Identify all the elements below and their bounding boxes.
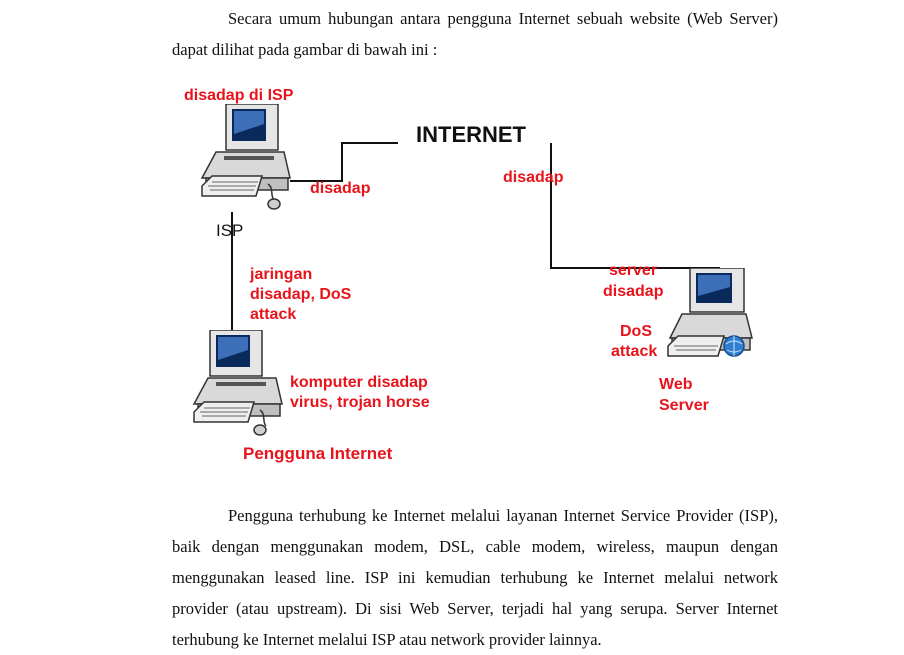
body-paragraph: Pengguna terhubung ke Internet melalui l… — [172, 506, 778, 649]
label-network-line3: attack — [250, 306, 297, 323]
label-link-isp-internet: disadap — [310, 180, 371, 197]
label-isp: ISP — [216, 221, 244, 240]
label-dos-line1: DoS — [620, 323, 652, 340]
isp-computer-icon — [200, 104, 291, 210]
label-link-internet-server: disadap — [503, 169, 564, 186]
label-isp-tapped: disadap di ISP — [184, 87, 294, 104]
web-server-computer-icon — [667, 268, 753, 357]
intro-paragraph: Secara umum hubungan antara pengguna Int… — [172, 9, 778, 59]
user-computer-icon — [192, 330, 283, 436]
label-internet: INTERNET — [416, 122, 526, 147]
label-user-pc-line1: komputer disadap — [290, 374, 428, 391]
label-internet-user: Pengguna Internet — [243, 444, 393, 463]
label-server-line2: disadap — [603, 283, 664, 300]
label-server-line1: server — [609, 262, 658, 279]
label-network-line2: disadap, DoS — [250, 286, 352, 303]
label-dos-line2: attack — [611, 343, 658, 360]
label-user-pc-line2: virus, trojan horse — [290, 394, 430, 411]
isp-internet-line — [290, 142, 398, 182]
label-web-server-line1: Web — [659, 376, 693, 393]
label-web-server-line2: Server — [659, 397, 709, 414]
label-network-line1: jaringan — [250, 266, 313, 283]
internet-server-line — [550, 143, 720, 269]
